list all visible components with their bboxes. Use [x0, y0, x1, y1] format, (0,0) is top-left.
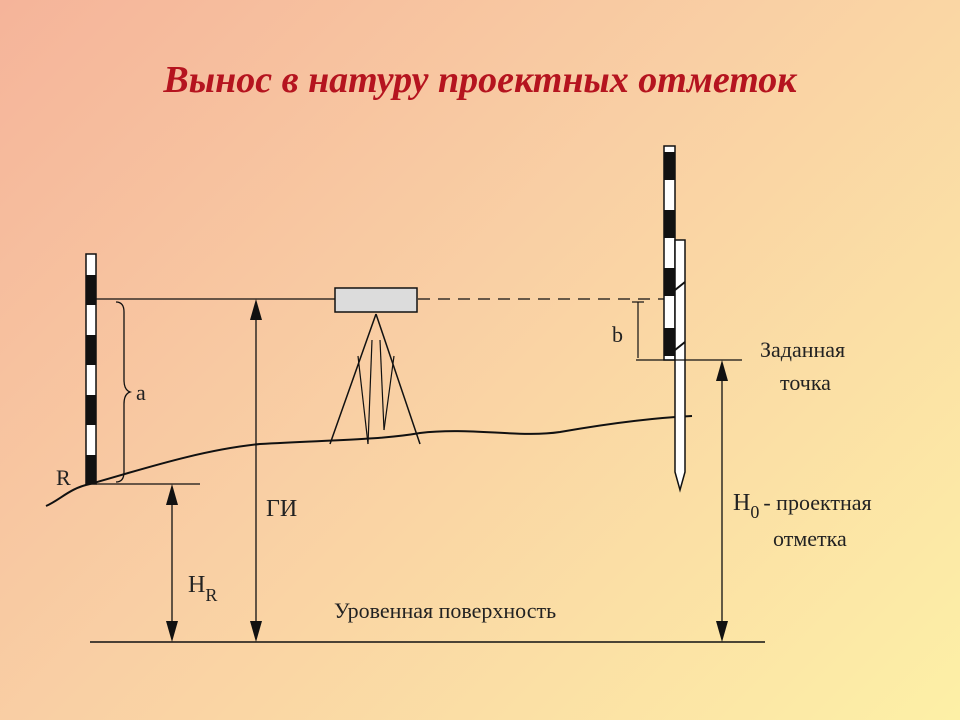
label-r: R: [56, 465, 71, 490]
label-hr-main: H: [188, 572, 205, 598]
right-leveling-staff: [663, 145, 676, 361]
label-target-line1: Заданная: [760, 337, 845, 362]
label-hr-sub: R: [205, 585, 217, 605]
telescope: [334, 287, 418, 313]
label-h0-text: - проектная: [763, 490, 871, 515]
label-level-surface: Уровенная поверхность: [334, 598, 556, 623]
label-a: a: [136, 380, 146, 405]
hr-arrow: [166, 484, 178, 642]
slide-title: Вынос в натуру проектных отметок: [163, 59, 797, 101]
label-h0-main: H: [733, 490, 750, 516]
label-gi: ГИ: [266, 496, 297, 522]
brace-a: [115, 301, 133, 483]
label-b: b: [612, 322, 623, 347]
label-hr: HR: [188, 572, 217, 605]
b-dimension: [632, 301, 742, 361]
gi-arrow: [250, 299, 262, 642]
label-target-line2: точка: [780, 370, 831, 395]
h0-arrow: [716, 360, 728, 642]
label-h0-sub: 0: [750, 502, 759, 522]
label-h0: H0- проектная: [733, 490, 872, 522]
left-leveling-staff: [85, 253, 97, 485]
level-instrument: [329, 287, 421, 445]
stake: [674, 239, 686, 493]
label-h0-text2: отметка: [773, 526, 847, 551]
